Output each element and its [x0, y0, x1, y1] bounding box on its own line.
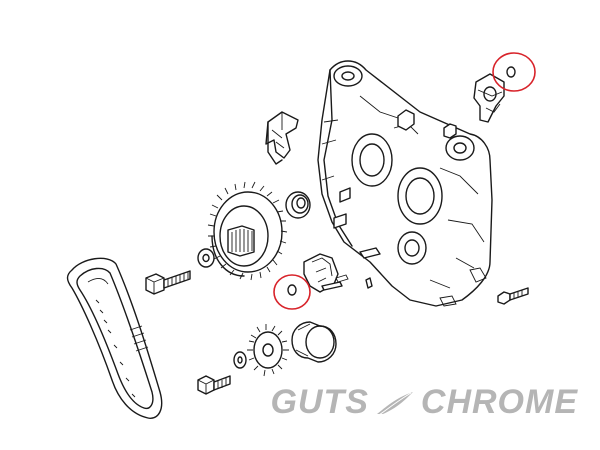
bracket-top-right	[473, 73, 505, 123]
dowel-pin	[365, 277, 373, 289]
bolt-long	[145, 270, 191, 295]
watermark-left-word: GUTS	[270, 383, 369, 421]
bearing-seal	[285, 191, 311, 219]
small-pump-gear	[247, 324, 289, 377]
spacer-sleeve	[291, 321, 337, 363]
o-ring-tensioner	[273, 274, 311, 310]
washer-small	[233, 351, 247, 369]
bolt-short	[197, 375, 231, 395]
large-drive-gear	[207, 181, 288, 281]
watermark-right-word: CHROME	[420, 383, 578, 421]
cam-cover-housing	[317, 60, 493, 307]
drive-belt	[66, 257, 163, 419]
feather-icon	[376, 391, 413, 415]
chain-guide	[265, 111, 299, 165]
bolt-right	[497, 287, 529, 305]
chain-tensioner	[303, 253, 349, 293]
watermark-logo: GUTS CHROME	[270, 383, 578, 422]
washer-left	[197, 248, 215, 268]
o-ring-top-right	[492, 52, 536, 92]
